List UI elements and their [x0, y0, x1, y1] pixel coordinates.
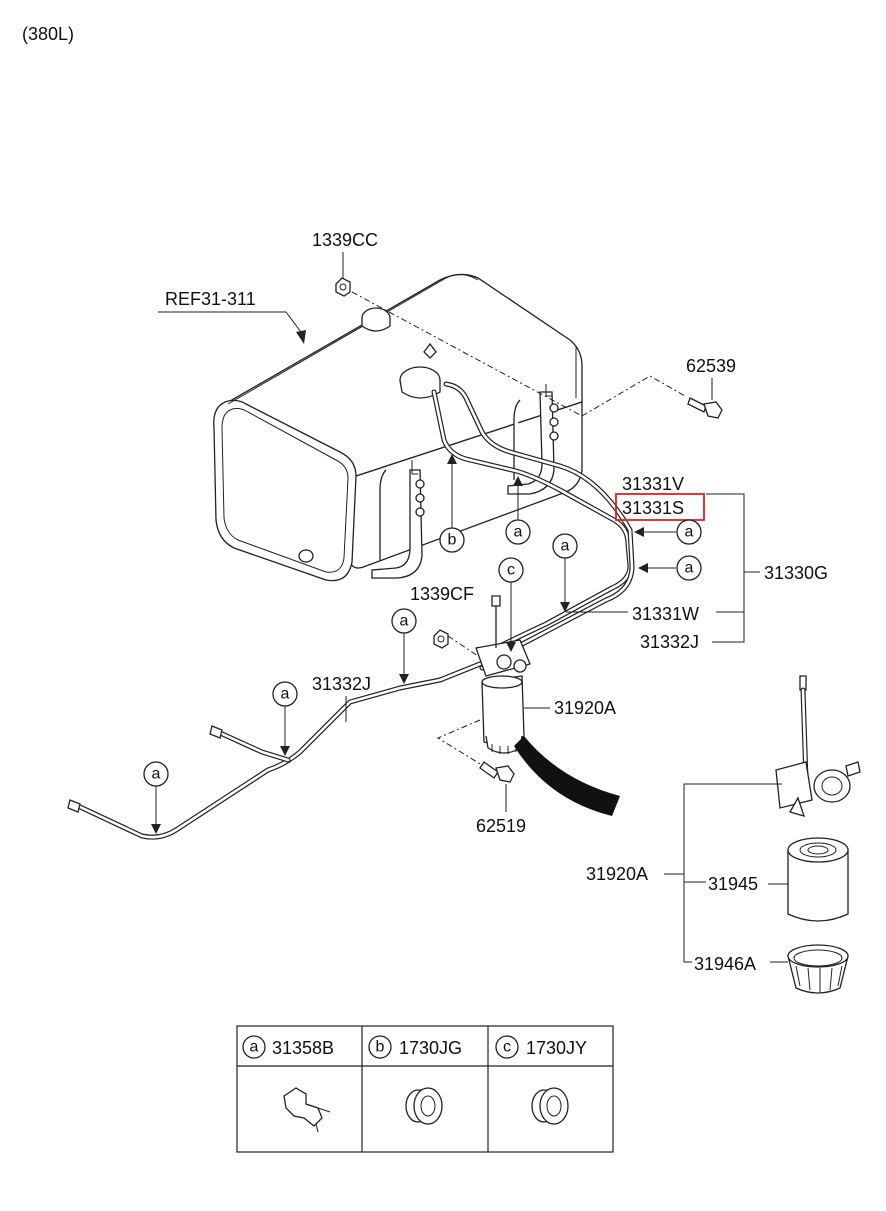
svg-text:a: a [685, 560, 694, 577]
tube-w-label: 31331W [632, 604, 699, 624]
grommet-icon [531, 1087, 569, 1125]
filter-cup-label: 31946A [694, 954, 756, 974]
legend-c: c 1730JY [495, 1035, 587, 1125]
legend-b-part: 1730JG [399, 1038, 462, 1058]
bolt-62539: 62539 [686, 356, 736, 419]
fuel-filter-assembly [436, 595, 531, 771]
legend-a-part: 31358B [272, 1038, 334, 1058]
nut-mid-label: 1339CF [410, 584, 474, 604]
callout-a2: a [676, 519, 702, 545]
tube-v-label: 31331V [622, 474, 684, 494]
nut-top-label: 1339CC [312, 230, 378, 250]
ref-label: REF31-311 [165, 289, 256, 309]
filter-detail: 31920A 31945 31946A [586, 675, 861, 994]
fuel-tank [213, 273, 583, 582]
fuel-lines [67, 381, 635, 840]
filter-assy-label: 31920A [554, 698, 616, 718]
callout-a7: a [143, 761, 169, 834]
detail-arrow-icon [514, 736, 620, 816]
svg-text:c: c [503, 1039, 511, 1056]
svg-text:b: b [448, 532, 457, 549]
bolt-bottom-label: 62519 [476, 816, 526, 836]
capacity-label: (380L) [22, 24, 74, 44]
callout-a4: a [552, 533, 578, 612]
highlight-box [615, 493, 705, 521]
svg-text:b: b [376, 1039, 385, 1056]
assembly-label: 31330G [764, 563, 828, 583]
tube-j-left-label: 31332J [312, 674, 371, 694]
nut-1339cf: 1339CF [410, 584, 474, 649]
nut-1339cc: 1339CC [312, 230, 686, 417]
svg-text:a: a [400, 613, 409, 630]
tube-s-label: 31331S [622, 498, 684, 518]
svg-text:a: a [152, 766, 161, 783]
svg-text:a: a [250, 1039, 259, 1056]
filter-assy-detail-label: 31920A [586, 864, 648, 884]
svg-text:a: a [281, 686, 290, 703]
tube-j-right-label: 31332J [640, 632, 699, 652]
bolt-62519: 62519 [476, 761, 526, 836]
legend-a: a 31358B [242, 1035, 334, 1133]
bolt-top-label: 62539 [686, 356, 736, 376]
svg-text:c: c [507, 562, 515, 579]
ref-callout: REF31-311 [158, 289, 306, 344]
assembly-bracket: 31331V 31331S 31331W 31332J 31330G [566, 474, 828, 652]
svg-text:a: a [514, 524, 523, 541]
clip-icon [283, 1087, 323, 1127]
svg-text:a: a [685, 524, 694, 541]
callout-a3: a [676, 555, 702, 581]
legend-c-part: 1730JY [526, 1038, 587, 1058]
grommet-icon [405, 1087, 443, 1125]
legend-b: b 1730JG [368, 1035, 462, 1125]
svg-text:a: a [561, 538, 570, 555]
callout-a1: a [505, 476, 531, 545]
callout-a6: a [272, 681, 298, 756]
callout-a5: a [391, 608, 417, 684]
callout-c1: c [498, 557, 524, 652]
callout-b1: b [439, 454, 465, 553]
filter-element-label: 31945 [708, 874, 758, 894]
legend-table: a 31358B b 1730JG c 1730JY [236, 1025, 614, 1153]
